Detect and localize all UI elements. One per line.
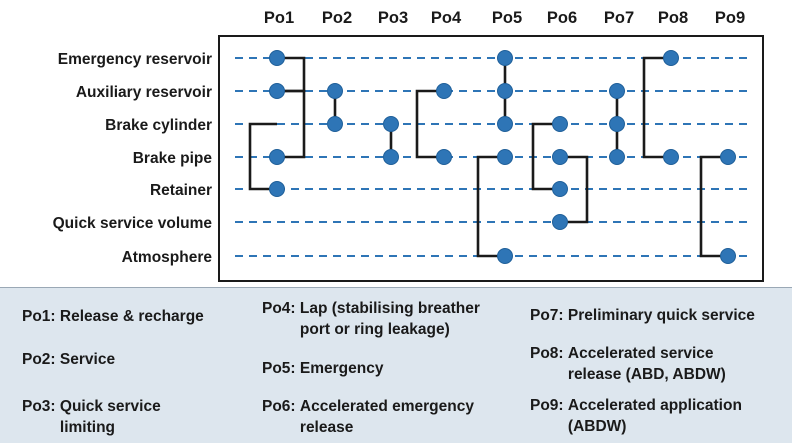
legend-code: Po4: — [262, 300, 296, 317]
legend-desc: Service — [59, 351, 116, 368]
connection-dot — [720, 248, 736, 264]
row-label-brake-pipe: Brake pipe — [133, 150, 213, 167]
connector — [560, 155, 589, 224]
column-header-po9: Po9 — [715, 9, 745, 27]
legend-code: Po1: — [22, 308, 56, 325]
connection-dot — [269, 181, 285, 197]
legend-desc: Lap (stabilising breather port or ring l… — [299, 300, 480, 338]
legend-desc: Emergency — [299, 360, 384, 377]
connection-dot — [327, 83, 343, 99]
row-label-atmosphere: Atmosphere — [122, 249, 213, 266]
column-header-po8: Po8 — [658, 9, 688, 27]
connector — [642, 56, 671, 159]
connection-dot — [497, 248, 513, 264]
legend-item-po3: Po3: Quick service limiting — [22, 396, 161, 438]
column-header-po5: Po5 — [492, 9, 522, 27]
legend-desc: Release & recharge — [59, 308, 204, 325]
legend-code: Po9: — [530, 397, 564, 414]
connection-dot — [269, 50, 285, 66]
connection-dot — [327, 116, 343, 132]
legend-item-po4: Po4: Lap (stabilising breather port or r… — [262, 298, 480, 340]
legend-code: Po8: — [530, 345, 564, 362]
legend-code: Po2: — [22, 351, 56, 368]
connection-dot — [609, 116, 625, 132]
connection-dot — [436, 149, 452, 165]
connection-dot — [383, 116, 399, 132]
legend-item-po2: Po2: Service — [22, 349, 115, 370]
connection-dot — [436, 83, 452, 99]
position-diagram: Po1 Po2 Po3 Po4 Po5 Po6 Po7 Po8 Po9 Emergency re… — [53, 9, 764, 282]
connection-dot — [720, 149, 736, 165]
legend-code: Po6: — [262, 398, 296, 415]
connection-dot — [269, 149, 285, 165]
connection-dot — [609, 149, 625, 165]
connection-dot — [497, 50, 513, 66]
connection-dot — [383, 149, 399, 165]
column-header-po6: Po6 — [547, 9, 577, 27]
legend-desc: Accelerated emergency release — [299, 398, 474, 436]
connection-dot — [663, 149, 679, 165]
legend-desc: Accelerated application (ABDW) — [567, 397, 742, 435]
legend-item-po7: Po7: Preliminary quick service — [530, 305, 755, 326]
connection-dot — [663, 50, 679, 66]
legend-item-po9: Po9: Accelerated application (ABDW) — [530, 395, 742, 437]
connector — [415, 89, 444, 159]
diagram-frame — [218, 35, 764, 282]
legend-panel: Po1: Release & recharge Po2: Service Po3… — [0, 287, 792, 443]
legend-item-po6: Po6: Accelerated emergency release — [262, 396, 474, 438]
connection-dot — [552, 149, 568, 165]
connector — [699, 155, 728, 258]
connector — [531, 122, 560, 191]
column-header-po2: Po2 — [322, 9, 352, 27]
connection-dot — [497, 116, 513, 132]
legend-code: Po7: — [530, 307, 564, 324]
connector — [277, 89, 306, 159]
legend-item-po5: Po5: Emergency — [262, 358, 383, 379]
column-header-po3: Po3 — [378, 9, 408, 27]
legend-code: Po3: — [22, 398, 56, 415]
row-label-retainer: Retainer — [150, 182, 212, 199]
connection-dot — [552, 181, 568, 197]
row-label-brake-cylinder: Brake cylinder — [105, 117, 212, 134]
column-header-po1: Po1 — [264, 9, 294, 27]
row-label-emergency-reservoir: Emergency reservoir — [58, 51, 212, 68]
connector — [248, 122, 277, 191]
legend-code: Po5: — [262, 360, 296, 377]
connection-dot — [497, 83, 513, 99]
legend-item-po8: Po8: Accelerated service release (ABD, A… — [530, 343, 726, 385]
column-header-po7: Po7 — [604, 9, 634, 27]
connection-dot — [497, 149, 513, 165]
legend-desc: Accelerated service release (ABD, ABDW) — [567, 345, 726, 383]
legend-desc: Quick service limiting — [59, 398, 161, 436]
row-label-auxiliary-reservoir: Auxiliary reservoir — [76, 84, 212, 101]
legend-desc: Preliminary quick service — [567, 307, 755, 324]
connection-dot — [552, 214, 568, 230]
row-label-quick-service-volume: Quick service volume — [53, 215, 213, 232]
legend-item-po1: Po1: Release & recharge — [22, 306, 204, 327]
column-header-po4: Po4 — [431, 9, 462, 27]
connection-dot — [269, 83, 285, 99]
connector — [476, 155, 505, 258]
connection-dot — [609, 83, 625, 99]
connection-dot — [552, 116, 568, 132]
